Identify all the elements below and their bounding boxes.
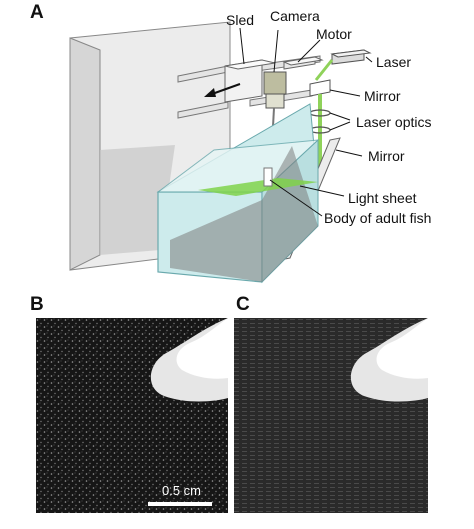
wall-shadow — [100, 145, 175, 255]
leader-mirror-side — [335, 149, 363, 157]
wall-side — [69, 37, 101, 271]
panel-b-image — [36, 318, 228, 513]
panel-c-photo — [234, 318, 428, 513]
label-motor: Motor — [316, 26, 352, 42]
leader-optics-1 — [329, 112, 351, 121]
label-light-sheet: Light sheet — [348, 190, 417, 206]
label-camera: Camera — [270, 8, 320, 24]
laser-box-top — [330, 49, 372, 58]
label-laser: Laser — [376, 54, 412, 70]
label-mirror-top: Mirror — [364, 88, 401, 104]
sled-arrow-head — [204, 88, 216, 97]
apparatus-diagram — [69, 21, 373, 284]
motor-top — [282, 56, 324, 66]
top-mirror — [309, 79, 331, 97]
fish-body — [263, 167, 273, 187]
panel-a-letter: A — [30, 2, 44, 23]
label-fish-body: Body of adult fish — [324, 210, 432, 226]
leader-motor — [297, 39, 321, 63]
leader-sled — [239, 27, 245, 65]
leader-mirror-top — [329, 89, 361, 97]
panel-c-letter: C — [236, 294, 250, 315]
scale-bar-label: 0.5 cm — [162, 483, 202, 498]
panel-b-letter: B — [30, 294, 44, 315]
leader-fish — [269, 179, 323, 217]
sled-arrow — [211, 83, 241, 95]
leader-light-sheet — [299, 185, 345, 197]
label-sled: Sled — [226, 12, 255, 28]
scale-bar — [148, 502, 212, 506]
leader-optics-2 — [329, 121, 351, 131]
leader-camera — [273, 29, 279, 73]
label-mirror-side: Mirror — [368, 148, 405, 164]
camera-lens — [265, 93, 285, 109]
panel-c-image — [234, 318, 428, 513]
rail-lower-left — [177, 101, 229, 119]
label-laser-optics: Laser optics — [356, 114, 432, 130]
camera-body — [263, 71, 287, 95]
laser-beam-horizontal — [314, 59, 334, 81]
light-sheet — [198, 178, 318, 196]
leader-laser — [365, 56, 373, 63]
panel-b-photo — [36, 318, 228, 513]
